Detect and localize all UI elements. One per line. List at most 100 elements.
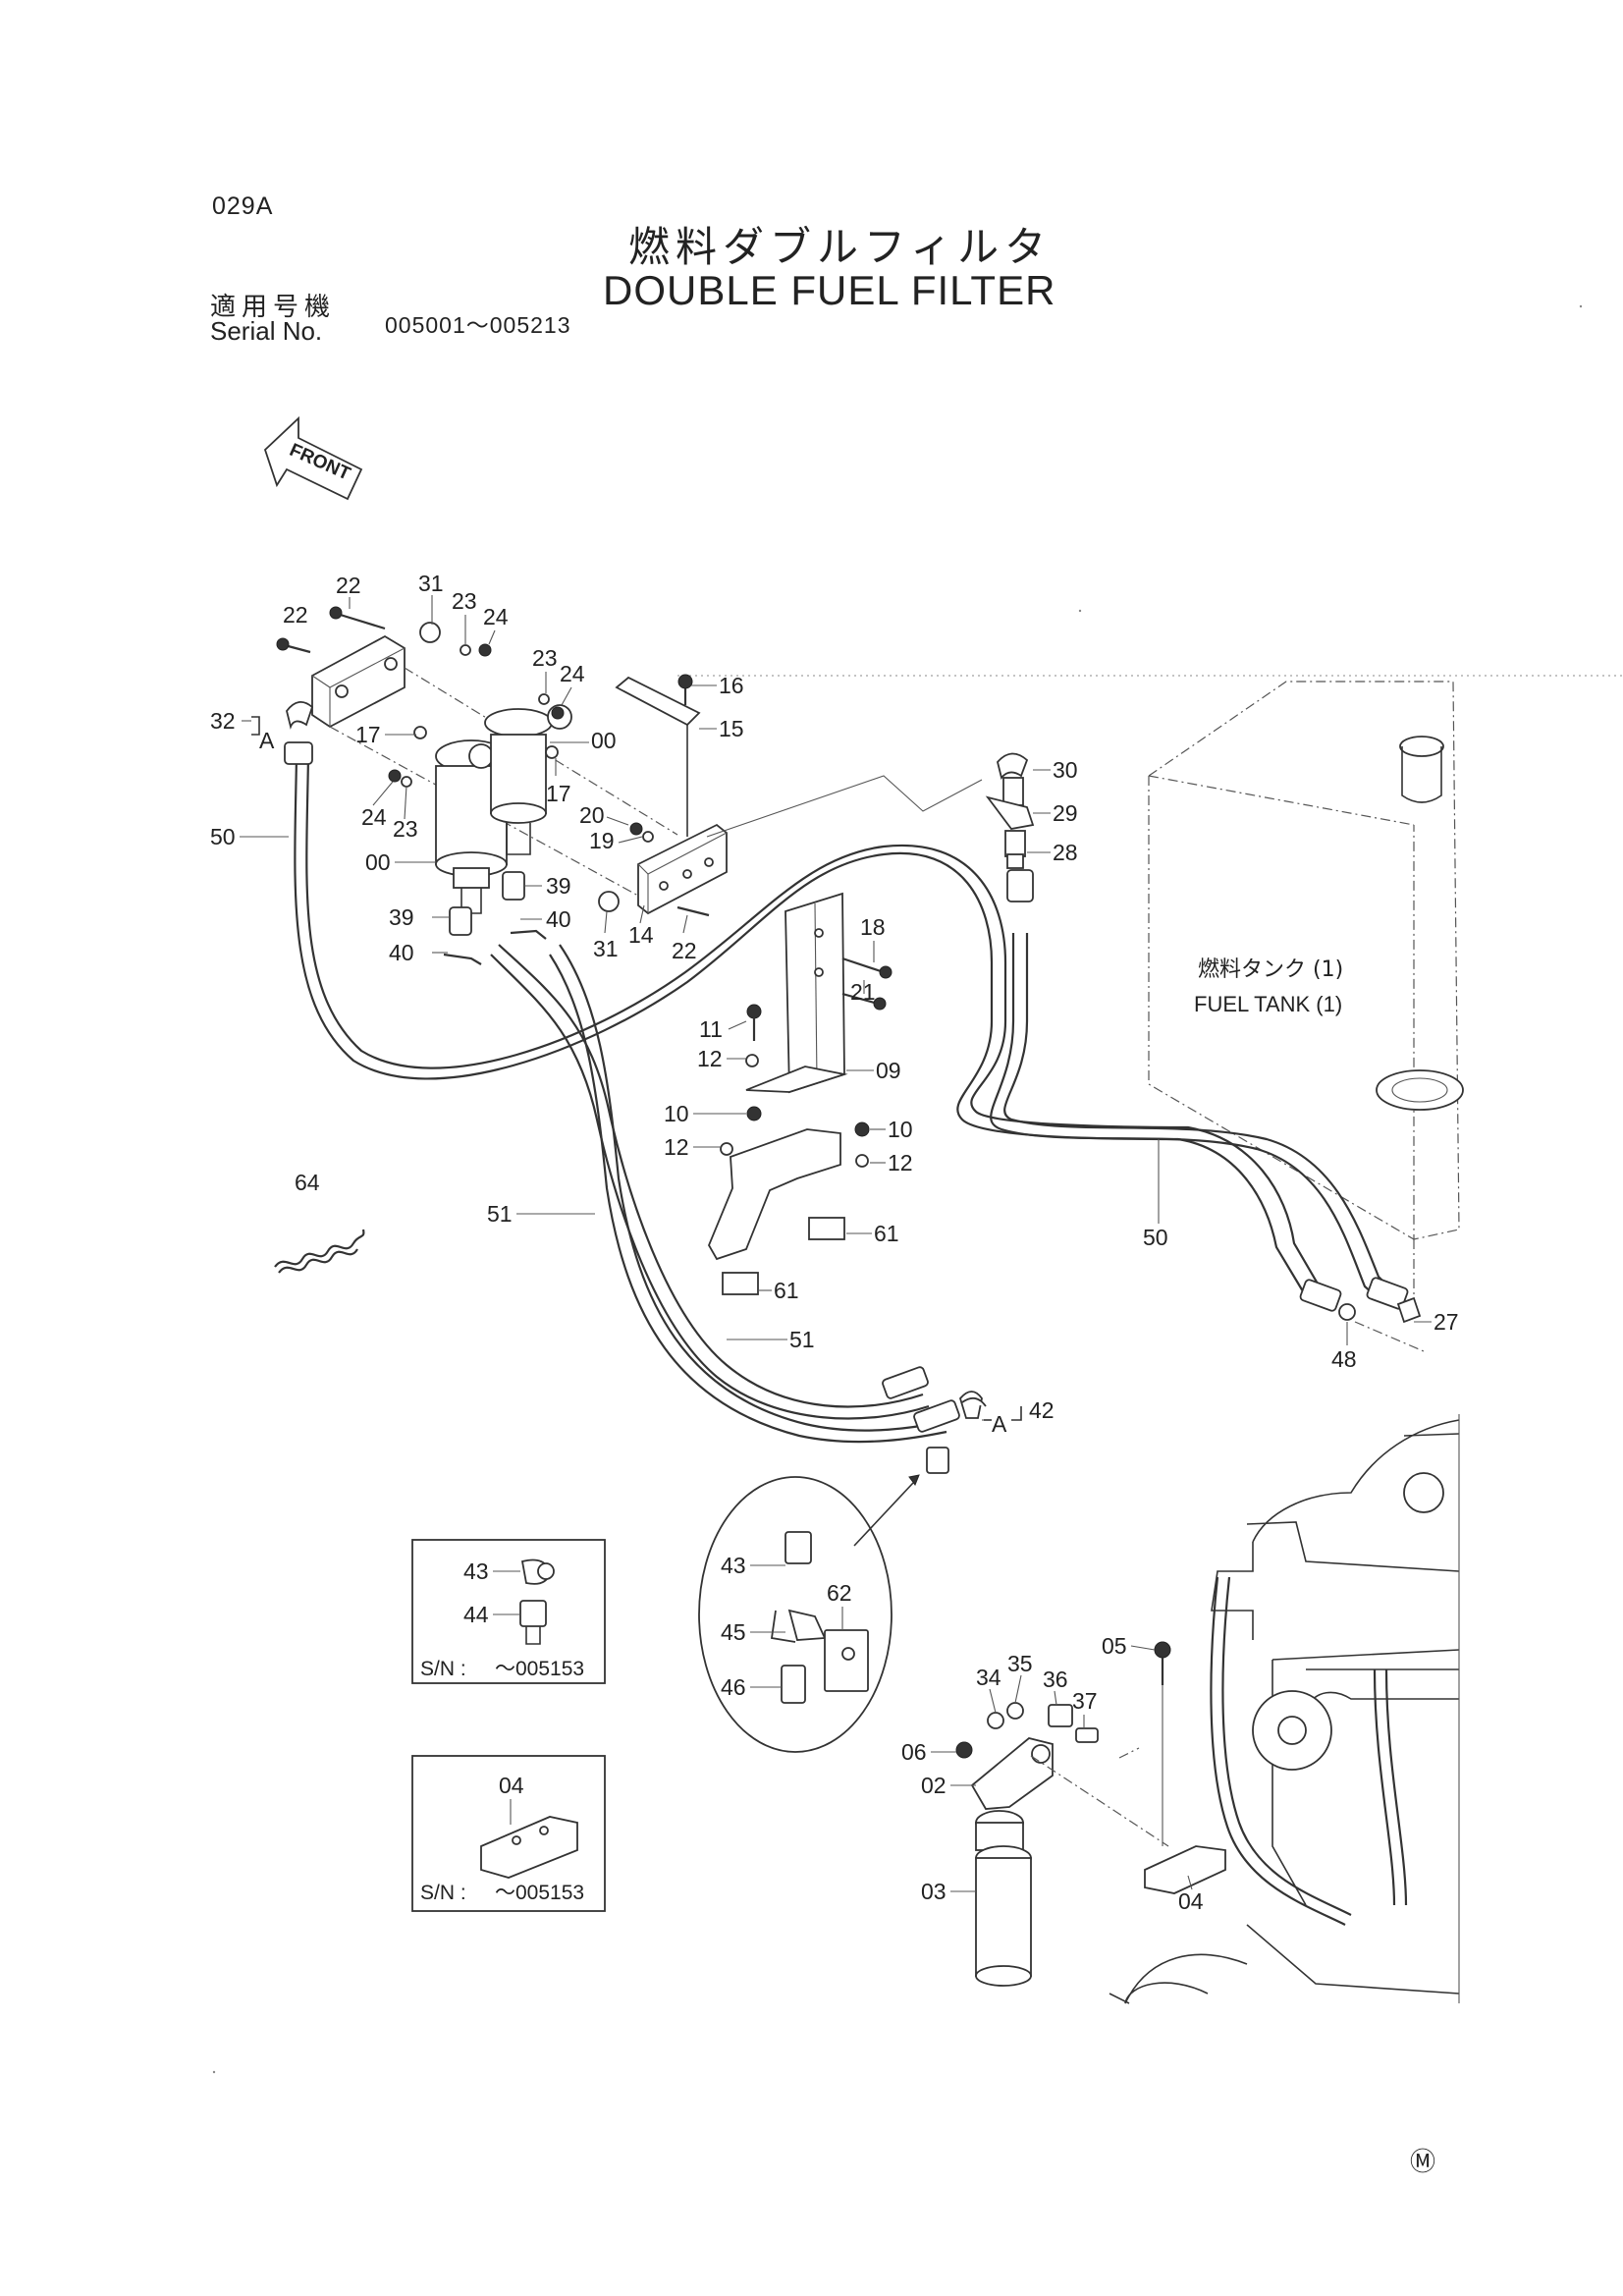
callout-17-a: 17: [355, 722, 381, 747]
inset-top-part-43: 43: [463, 1558, 489, 1584]
callout-04: 04: [1178, 1888, 1204, 1914]
inset-bottom-sn-value: ～005153: [495, 1882, 584, 1904]
detail-part-45: 45: [721, 1619, 746, 1645]
callout-21: 21: [850, 979, 876, 1005]
callout-32: 32: [210, 708, 236, 734]
callout-28: 28: [1053, 840, 1078, 865]
serial-label-en: Serial No.: [210, 316, 323, 346]
inset-box-top: [411, 1539, 606, 1684]
inset-top-part-44: 44: [463, 1602, 489, 1627]
callout-24-b: 24: [560, 661, 585, 686]
callout-11: 11: [699, 1016, 723, 1042]
callout-51-a: 51: [487, 1201, 513, 1227]
inset-bottom-sn-label: S/N :: [420, 1882, 466, 1904]
detail-part-62: 62: [827, 1580, 852, 1606]
front-arrow-icon: FRONT: [263, 415, 363, 501]
callout-29: 29: [1053, 800, 1078, 826]
fittings-28-30: [985, 752, 1035, 869]
engine-outline: [1109, 1414, 1460, 2004]
callout-20: 20: [579, 802, 605, 828]
callout-40-b: 40: [389, 940, 414, 965]
callout-09: 09: [876, 1058, 901, 1083]
engine-filter-assembly: [955, 1641, 1226, 1987]
inset-bottom-part-04: 04: [499, 1773, 524, 1798]
spring-64: [274, 1229, 365, 1274]
fuel-tank: [1148, 681, 1464, 1296]
callout-37: 37: [1072, 1688, 1098, 1714]
callout-12-b: 12: [664, 1134, 689, 1160]
callout-24-c: 24: [361, 804, 387, 830]
inset-top-sn-label: S/N :: [420, 1658, 466, 1680]
ref-a-right-label: A: [992, 1411, 1007, 1437]
fittings-42: [926, 1296, 1425, 1474]
callout-labels: 22 31 23 24 22 23 24 16 15 32 17 00 17 2…: [210, 571, 1459, 1914]
serial-range: 005001～005213: [385, 312, 571, 338]
callout-31-b: 31: [593, 936, 619, 961]
stand-bracket-09: [745, 892, 893, 1094]
callout-10-a: 10: [664, 1101, 689, 1126]
callout-03: 03: [921, 1879, 947, 1904]
callout-14: 14: [628, 922, 654, 948]
callout-12-a: 12: [697, 1046, 723, 1071]
filter-bracket-right: [637, 823, 728, 915]
detail-part-43: 43: [721, 1553, 746, 1578]
callout-27: 27: [1434, 1309, 1459, 1335]
hoses: [284, 741, 1409, 1444]
callout-22-a: 22: [336, 573, 361, 598]
leader-lines: [240, 595, 1432, 1892]
page-title-en: DOUBLE FUEL FILTER: [603, 267, 1056, 313]
fuel-tank-label-en: FUEL TANK (1): [1194, 992, 1342, 1016]
inset-top-sn-value: ～005153: [495, 1658, 584, 1680]
callout-22-b: 22: [283, 602, 308, 628]
callout-18: 18: [860, 914, 886, 940]
callout-61-a: 61: [874, 1221, 899, 1246]
lower-bracket: [707, 1004, 870, 1295]
detail-circle: [698, 1474, 920, 1753]
callout-24-a: 24: [483, 604, 509, 629]
callout-42: 42: [1029, 1397, 1055, 1423]
callout-40-a: 40: [546, 906, 571, 932]
callout-31-a: 31: [418, 571, 444, 596]
callout-16: 16: [719, 673, 744, 698]
detail-part-46: 46: [721, 1674, 746, 1700]
callout-15: 15: [719, 716, 744, 741]
callout-10-b: 10: [888, 1117, 913, 1142]
callout-17-b: 17: [546, 781, 571, 806]
trademark-icon: Ⓜ: [1410, 2148, 1435, 2177]
ref-a-left: A: [251, 701, 314, 753]
callout-23-c: 23: [393, 816, 418, 842]
fuel-tank-label-jp: 燃料タンク (1): [1198, 957, 1343, 982]
callout-23-a: 23: [452, 588, 477, 614]
page-code: 029A: [212, 192, 274, 220]
callout-05: 05: [1102, 1633, 1127, 1659]
fuel-filter-right: [484, 704, 572, 855]
callout-00-a: 00: [591, 728, 617, 753]
callout-50-b: 50: [1143, 1225, 1168, 1250]
callout-39-b: 39: [389, 904, 414, 930]
callout-35: 35: [1007, 1651, 1033, 1676]
inset-box-bottom: [411, 1755, 606, 1912]
callout-06: 06: [901, 1739, 927, 1765]
callout-34: 34: [976, 1665, 1001, 1690]
callout-50-a: 50: [210, 824, 236, 849]
callout-48: 48: [1331, 1346, 1357, 1372]
callout-12-c: 12: [888, 1150, 913, 1175]
callout-23-b: 23: [532, 645, 558, 671]
page-title-jp: 燃料ダブルフィルタ: [628, 223, 1053, 271]
callout-61-b: 61: [774, 1278, 799, 1303]
callout-02: 02: [921, 1773, 947, 1798]
callout-51-b: 51: [789, 1327, 815, 1352]
callout-19: 19: [589, 828, 615, 853]
ref-a-right: A: [984, 1406, 1022, 1437]
hardware-small: [276, 606, 710, 965]
serial-label-jp: 適用号機: [210, 293, 337, 322]
callout-00-b: 00: [365, 849, 391, 875]
callout-36: 36: [1043, 1667, 1068, 1692]
callout-22-c: 22: [672, 938, 697, 963]
ref-a-left-label: A: [259, 728, 275, 753]
callout-39-a: 39: [546, 873, 571, 899]
bar-15: [615, 676, 701, 837]
callout-30: 30: [1053, 757, 1078, 783]
callout-64: 64: [295, 1170, 320, 1195]
